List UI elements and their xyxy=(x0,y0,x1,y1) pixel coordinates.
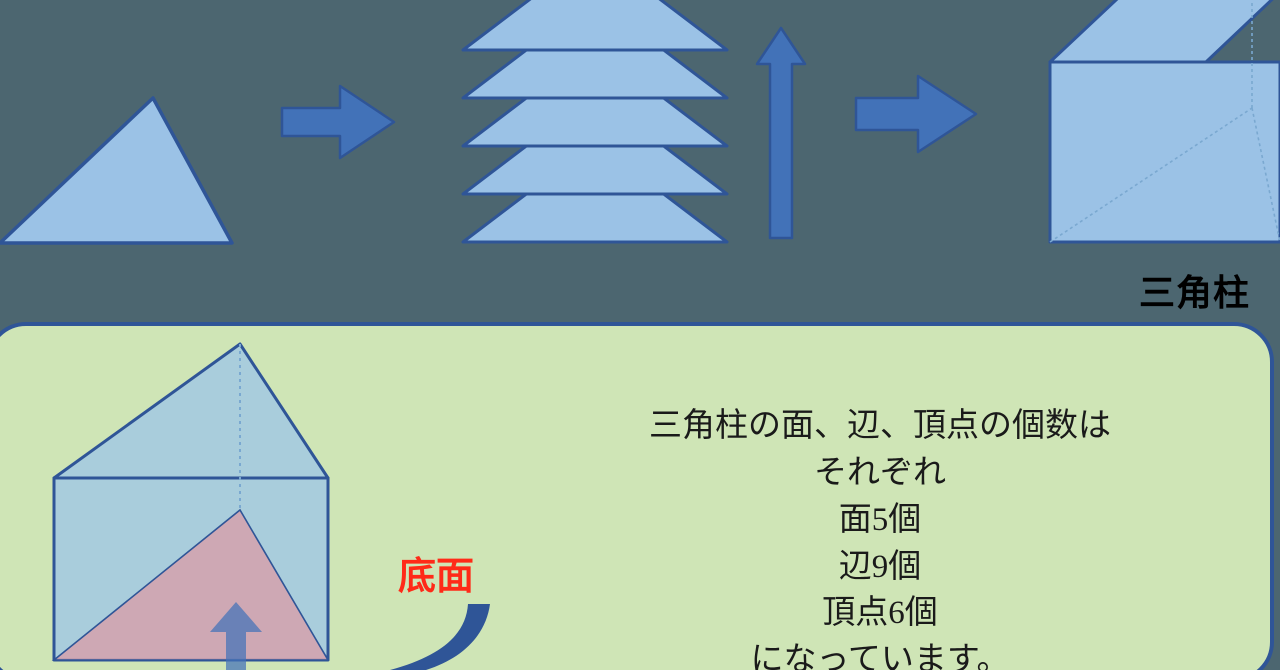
explanation-line-3: 面5個 xyxy=(838,501,922,538)
stacked-triangle-slices xyxy=(461,0,729,244)
explanation-text: 三角柱の面、辺、頂点の個数は それぞれ 面5個 辺9個 頂点6個 になっています… xyxy=(560,403,1200,670)
base-face-highlight xyxy=(51,508,330,661)
base-label-connector xyxy=(390,604,490,670)
arrow-right-icon-2 xyxy=(854,74,978,154)
stack-layer-1 xyxy=(461,0,729,52)
prism-name-label: 三角柱 xyxy=(1138,272,1250,313)
base-face-label: 底面 xyxy=(398,556,475,598)
source-triangle xyxy=(0,96,234,245)
explanation-line-1: 三角柱の面、辺、頂点の個数は xyxy=(649,408,1111,444)
explanation-line-4: 辺9個 xyxy=(838,548,922,585)
annotated-prism-figure xyxy=(51,342,330,662)
result-triangular-prism xyxy=(1048,0,1280,244)
arrow-up-icon xyxy=(755,26,807,240)
arrow-right-icon-1 xyxy=(280,84,396,160)
explanation-line-6: になっています。 xyxy=(750,642,1010,670)
base-face-pointer-arrow xyxy=(210,602,262,670)
top-diagram-area: 三角柱 xyxy=(0,0,1280,322)
explanation-line-2: それぞれ xyxy=(814,454,946,491)
explanation-line-5: 頂点6個 xyxy=(822,595,938,632)
